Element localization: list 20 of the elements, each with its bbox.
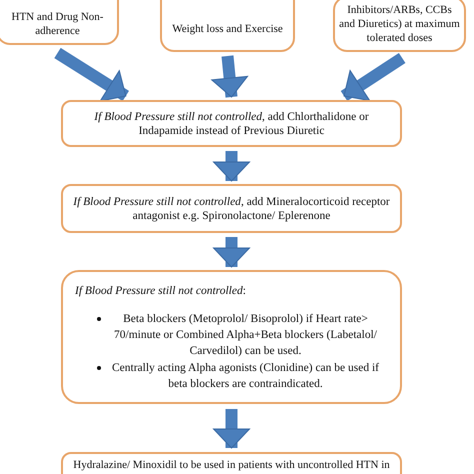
block-arrow bbox=[54, 48, 129, 102]
process-box bbox=[61, 100, 402, 147]
process-box bbox=[333, 0, 466, 52]
block-arrow bbox=[213, 237, 250, 268]
process-box bbox=[61, 184, 402, 233]
bullet-item: Centrally acting Alpha agonists (Clonidine) can be used if beta blockers are contraindicated. bbox=[111, 361, 380, 392]
block-arrow bbox=[340, 52, 406, 102]
box-text: HTN and Drug Non-adherence bbox=[10, 10, 104, 38]
block-arrow bbox=[213, 151, 250, 182]
box-text: If Blood Pressure still not controlled, add Chlorthalidone or Indapamide instead of Previous Diuretic bbox=[93, 110, 370, 138]
box-text: Hydralazine/ Minoxidil to be used in patients with uncontrolled HTN in bbox=[73, 458, 390, 472]
box-text: If Blood Pressure still not controlled, add Mineralocorticoid receptor antagonist e.g. Spironolactone/ Eplerenone bbox=[72, 194, 391, 222]
bullet-item: Beta blockers (Metoprolol/ Bisoprolol) if Heart rate> 70/minute or Combined Alpha+Beta blockers (Labetalol/ Carvedilol) can be used. bbox=[113, 312, 378, 359]
block-arrow bbox=[211, 55, 248, 98]
process-box bbox=[160, 0, 295, 52]
box-heading: If Blood Pressure still not controlled: bbox=[75, 284, 247, 299]
block-arrow bbox=[213, 409, 250, 448]
process-box bbox=[61, 270, 402, 404]
box-text: Weight loss and Exercise bbox=[172, 22, 283, 36]
box-text: Inhibitors/ARBs, CCBs and Diuretics) at maximum tolerated doses bbox=[339, 3, 460, 45]
